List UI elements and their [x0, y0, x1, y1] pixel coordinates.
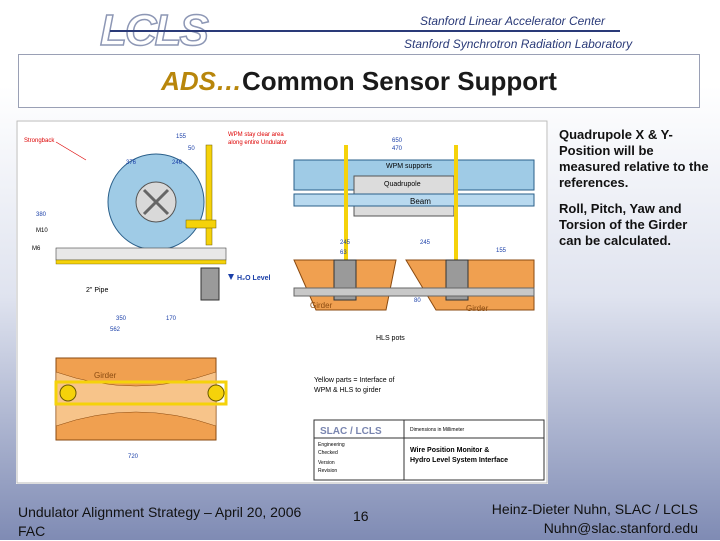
- note-roll-pitch: Roll, Pitch, Yaw and Torsion of the Gird…: [559, 201, 688, 248]
- h2o-label: H₂O Level: [237, 275, 271, 282]
- wpm-clear-label: WPM stay clear area: [228, 132, 284, 138]
- dim-245-b: 245: [420, 240, 431, 246]
- hls-pot-top-right: [207, 384, 225, 402]
- yellow-interface-top: [54, 380, 228, 406]
- footer-fac: FAC: [18, 523, 46, 539]
- version-field: Version: [318, 460, 335, 466]
- org-line-2: Stanford Synchrotron Radiation Laborator…: [404, 37, 633, 51]
- base-plate: [55, 247, 227, 261]
- wpm-title-2: Hydro Level System Interface: [410, 457, 508, 464]
- dim-155: 155: [176, 134, 187, 140]
- wpm-clear-label-2: along entire Undulator: [228, 140, 287, 146]
- beam-label: Beam: [410, 197, 431, 206]
- magnet-cross: [142, 188, 170, 216]
- dim-245-a: 245: [340, 240, 351, 246]
- yellow-note-2: WPM & HLS to girder: [314, 387, 382, 394]
- yellow-note-1: Yellow parts = Interface of: [314, 377, 395, 384]
- top-view: Girder 720: [54, 357, 228, 460]
- drawing-svg: Strongback M10 M6 2" Pipe H₂O Level 155 …: [16, 120, 548, 484]
- dim-350: 350: [116, 316, 127, 322]
- hls-plate: [55, 259, 227, 265]
- wpm-supports-label: WPM supports: [386, 163, 432, 170]
- hls-pot-top-left: [59, 384, 77, 402]
- title-block: SLAC / LCLS Dimensions in Millimeter Wir…: [313, 419, 545, 481]
- engineering-drawing: Strongback M10 M6 2" Pipe H₂O Level 155 …: [16, 120, 548, 484]
- yellow-plate: [185, 219, 217, 229]
- dim-50: 50: [188, 146, 195, 152]
- dim-376: 376: [126, 160, 137, 166]
- engineering-field: Engineering: [318, 442, 345, 448]
- dim-650: 650: [392, 138, 403, 144]
- h2o-marker: [228, 274, 234, 280]
- page-number: 16: [353, 508, 369, 524]
- footer-author: Heinz-Dieter Nuhn, SLAC / LCLS: [491, 501, 698, 517]
- girder-label-left: Girder: [310, 301, 333, 310]
- m10-label: M10: [36, 228, 48, 234]
- dim-170: 170: [166, 316, 177, 322]
- title-block-frame: [313, 419, 545, 481]
- quadrupole-label: Quadrupole: [384, 181, 421, 188]
- footer-title: Undulator Alignment Strategy – April 20,…: [18, 504, 302, 520]
- pipe-label: 2" Pipe: [86, 287, 108, 294]
- hls-pot-left: [200, 267, 220, 301]
- hls-pots-label: HLS pots: [376, 335, 405, 342]
- girder-label-top: Girder: [94, 371, 117, 380]
- footer-left: Undulator Alignment Strategy – April 20,…: [18, 503, 301, 541]
- dim-562: 562: [110, 327, 121, 333]
- checked-field: Checked: [318, 450, 338, 456]
- org-line-1: Stanford Linear Accelerator Center: [420, 14, 605, 28]
- beam-pipe: [293, 193, 535, 207]
- strongback-label: Strongback: [24, 138, 55, 144]
- revision-field: Revision: [318, 468, 337, 474]
- dim-246: 246: [172, 160, 183, 166]
- girder-label-right: Girder: [466, 304, 489, 313]
- dim-470: 470: [392, 146, 403, 152]
- girder-top-inner: [55, 371, 217, 427]
- cross-section-view: Strongback M10 M6 2" Pipe H₂O Level 155 …: [24, 132, 287, 333]
- strongback-leader: [55, 141, 87, 161]
- footer-right: Heinz-Dieter Nuhn, SLAC / LCLS Nuhn@slac…: [492, 500, 698, 538]
- footer-email: Nuhn@slac.stanford.edu: [543, 520, 698, 536]
- yellow-bracket: [205, 144, 213, 246]
- m6-label: M6: [32, 246, 41, 252]
- dim-380: 380: [36, 212, 47, 218]
- dim-80: 80: [414, 298, 421, 304]
- title-prefix: ADS…: [161, 66, 242, 96]
- note-position: Quadrupole X & Y-Position will be measur…: [559, 127, 709, 190]
- header: LCLS Stanford Linear Accelerator Center …: [0, 0, 720, 56]
- wpm-title-1: Wire Position Monitor &: [410, 447, 489, 454]
- dim-63: 63: [340, 250, 347, 256]
- dim-155-b: 155: [496, 248, 507, 254]
- header-rule: [110, 30, 620, 32]
- slac-lcls-label: SLAC / LCLS: [320, 426, 382, 437]
- dim-720: 720: [128, 454, 139, 460]
- dimensions-note: Dimensions in Millimeter: [410, 427, 465, 433]
- side-view: WPM supports Quadrupole Beam 650 470 Gir…: [293, 138, 535, 342]
- title-main: Common Sensor Support: [242, 66, 557, 96]
- hls-pipe: [293, 287, 535, 297]
- slide-title: ADS…Common Sensor Support: [18, 54, 700, 108]
